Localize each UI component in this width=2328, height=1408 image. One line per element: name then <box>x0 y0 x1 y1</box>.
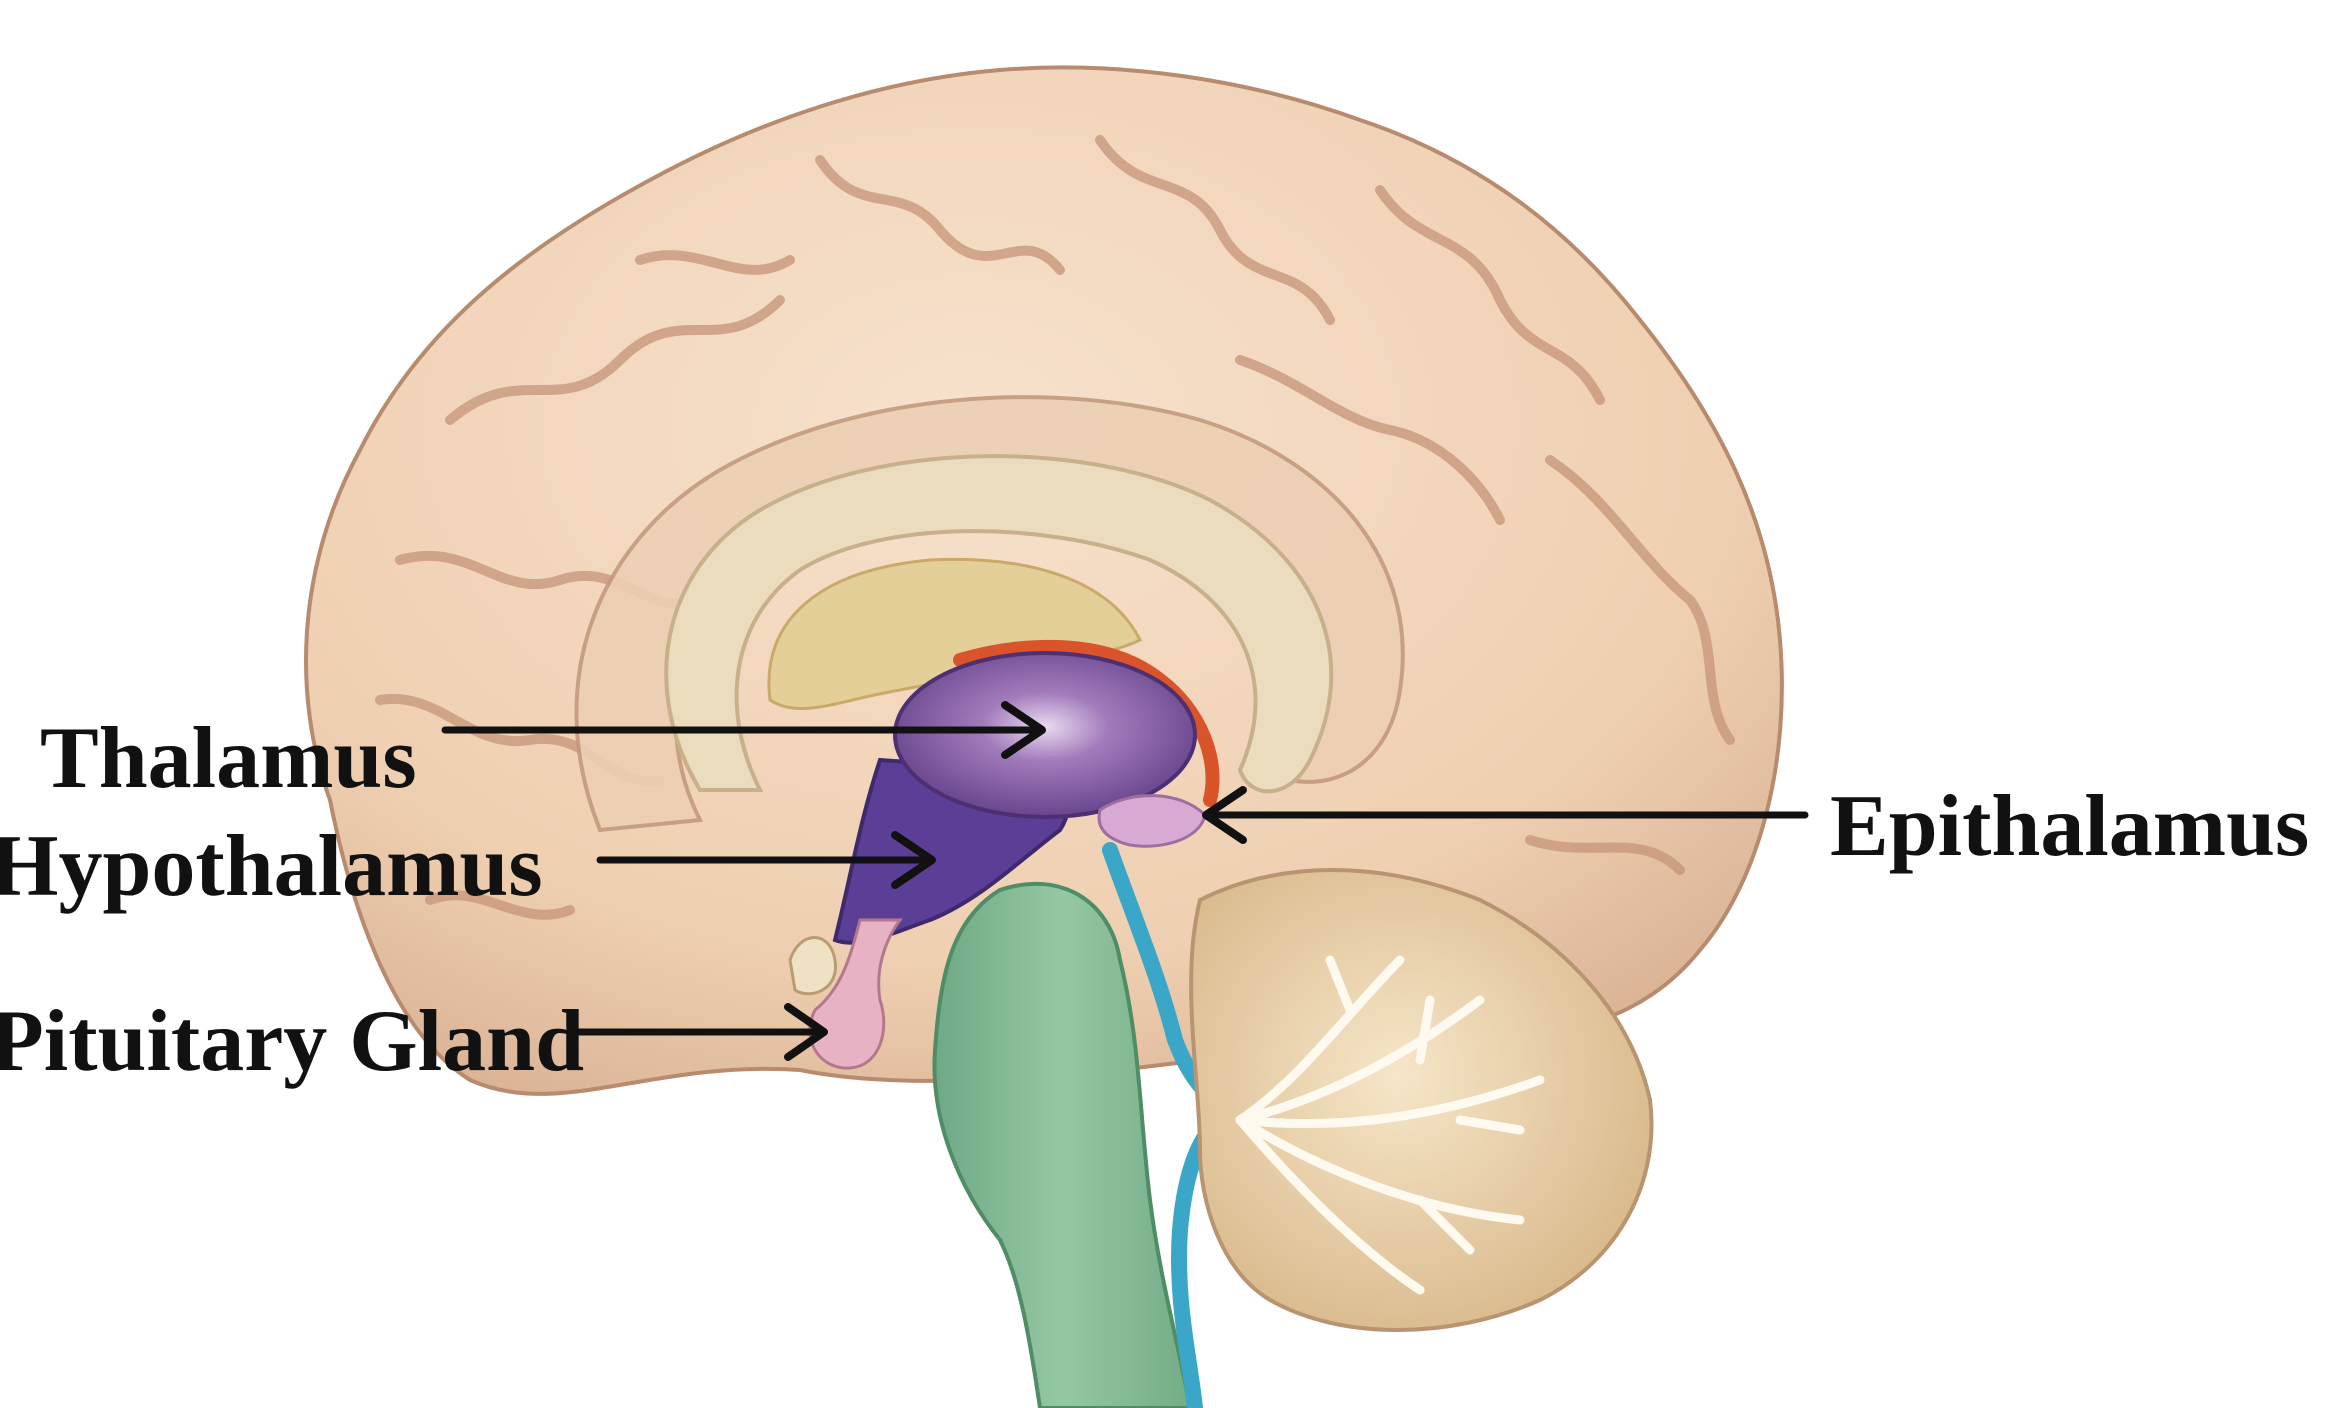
corpus-callosum <box>664 454 1334 794</box>
pituitary-region <box>808 918 903 1070</box>
optic-chiasm <box>788 936 837 996</box>
thalamus-region <box>893 651 1197 819</box>
cerebellum <box>1189 868 1654 1332</box>
label-pituitary-gland: Pituitary Gland <box>0 993 584 1090</box>
pointer-pituitary-gland <box>571 1003 828 1061</box>
pointer-epithalamus <box>1202 786 1809 844</box>
lateral-ventricle <box>767 557 1143 711</box>
pointer-thalamus <box>441 701 1046 759</box>
pointer-hypothalamus <box>596 831 936 889</box>
epithalamus-region <box>1097 794 1207 848</box>
label-thalamus: Thalamus <box>40 710 417 807</box>
arbor-vitae <box>1235 955 1545 1295</box>
label-epithalamus: Epithalamus <box>1830 778 2309 875</box>
label-hypothalamus: Hypothalamus <box>0 818 543 915</box>
